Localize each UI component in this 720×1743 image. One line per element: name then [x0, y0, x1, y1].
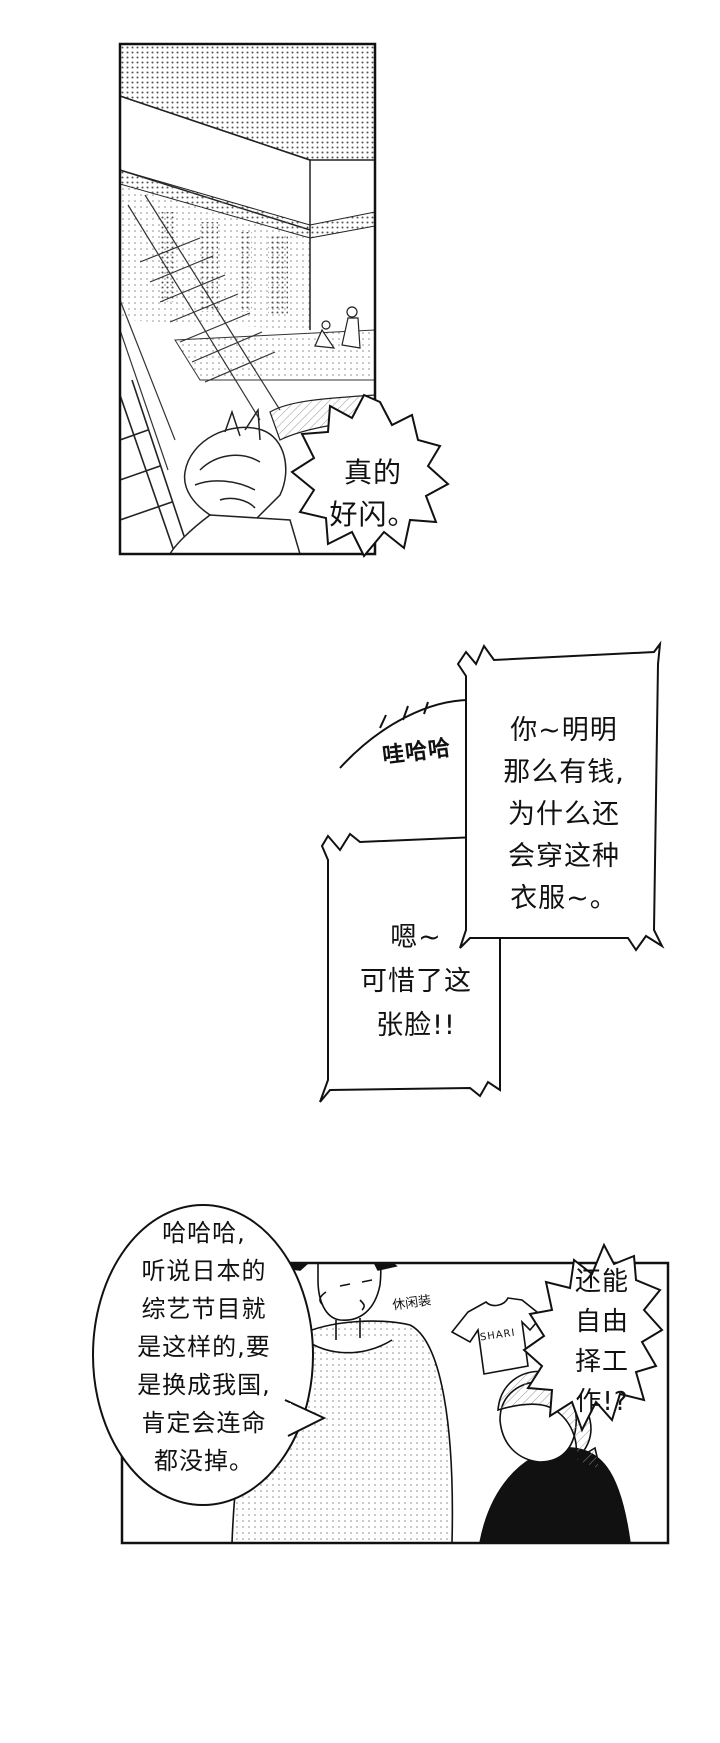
speech-panel-1: 真的 好闪。 — [329, 456, 417, 531]
speech-bubble-b — [319, 832, 501, 1103]
panel-3 — [92, 1204, 670, 1545]
panel-2 — [319, 640, 665, 1103]
speech-bubble-a-text: 你~明明 那么有钱, 为什么还 会穿这种 衣服~。 — [503, 715, 625, 914]
speech-bubble-right — [522, 1242, 664, 1433]
speech-bubble-left — [92, 1204, 327, 1506]
panel-1 — [118, 42, 450, 558]
shirt-icon — [450, 1297, 544, 1375]
speech-left-text: 哈哈哈, 听说日本的 综艺节目就 是这样的,要 是换成我国, 肯定会连命 都没掉… — [137, 1219, 271, 1475]
speech-right-text: 还能 自由 择工 作!? — [574, 1267, 629, 1417]
speech-bubble-a — [456, 640, 665, 952]
speech-bubble-b-text: 嗯~ 可惜了这 张脸!! — [360, 922, 472, 1041]
speech-bubble-panel-1 — [290, 393, 450, 558]
